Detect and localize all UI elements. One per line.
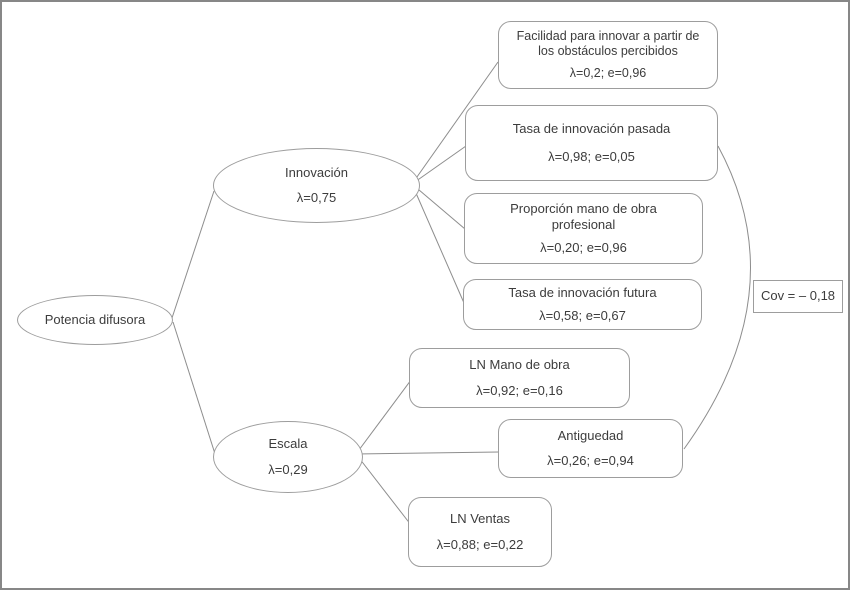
- indicator-stats: λ=0,20; e=0,96: [540, 240, 627, 256]
- indicator-stats: λ=0,98; e=0,05: [548, 149, 635, 164]
- edge-escala-ln-mano: [355, 379, 412, 455]
- edge-innovacion-tasa-pasada: [411, 145, 467, 185]
- indicator-tasa-innovacion-pasada: Tasa de innovación pasada λ=0,98; e=0,05: [465, 105, 718, 181]
- indicator-stats: λ=0,26; e=0,94: [547, 453, 634, 468]
- factor-loading: λ=0,75: [296, 190, 337, 205]
- latent-potencia-difusora: Potencia difusora: [17, 295, 173, 345]
- indicator-stats: λ=0,58; e=0,67: [539, 308, 626, 323]
- edge-covariance-arc: [683, 145, 751, 450]
- indicator-ln-ventas: LN Ventas λ=0,88; e=0,22: [408, 497, 552, 567]
- indicator-label: Proporción mano de obra profesional: [510, 200, 657, 232]
- indicator-label: Antiguedad: [557, 427, 624, 443]
- edge-innovacion-proporcion: [411, 183, 466, 230]
- indicator-stats: λ=0,92; e=0,16: [476, 382, 563, 398]
- factor-loading: λ=0,29: [268, 461, 308, 477]
- indicator-label: LN Ventas: [450, 511, 510, 527]
- covariance-label: Cov = – 0,18: [760, 288, 836, 304]
- edge-potencia-innovacion: [171, 190, 215, 319]
- indicator-label: LN Mano de obra: [469, 357, 570, 373]
- factor-label: Innovación: [285, 164, 348, 180]
- indicator-label: Tasa de innovación pasada: [512, 120, 671, 136]
- edge-innovacion-tasa-futura: [411, 183, 465, 304]
- covariance-value-box: Cov = – 0,18: [753, 280, 843, 313]
- edge-potencia-escala: [172, 321, 217, 458]
- indicator-stats: λ=0,2; e=0,96: [569, 65, 647, 80]
- indicator-stats: λ=0,88; e=0,22: [436, 536, 524, 552]
- indicator-label: Tasa de innovación futura: [508, 284, 657, 300]
- latent-label: Potencia difusora: [44, 311, 146, 327]
- indicator-antiguedad: Antiguedad λ=0,26; e=0,94: [498, 419, 683, 478]
- indicator-ln-mano-de-obra: LN Mano de obra λ=0,92; e=0,16: [409, 348, 630, 408]
- indicator-facilidad-innovar: Facilidad para innovar a partir de los o…: [498, 21, 718, 89]
- edge-escala-antiguedad: [355, 451, 500, 455]
- indicator-proporcion-mano-obra: Proporción mano de obra profesional λ=0,…: [464, 193, 703, 264]
- indicator-label: Facilidad para innovar a partir de los o…: [516, 28, 700, 59]
- indicator-tasa-innovacion-futura: Tasa de innovación futura λ=0,58; e=0,67: [463, 279, 702, 330]
- factor-innovacion: Innovación λ=0,75: [213, 148, 420, 223]
- edge-innovacion-facilidad: [411, 61, 499, 185]
- edge-escala-ln-ventas: [355, 453, 412, 526]
- factor-label: Escala: [268, 436, 308, 452]
- factor-escala: Escala λ=0,29: [213, 421, 363, 493]
